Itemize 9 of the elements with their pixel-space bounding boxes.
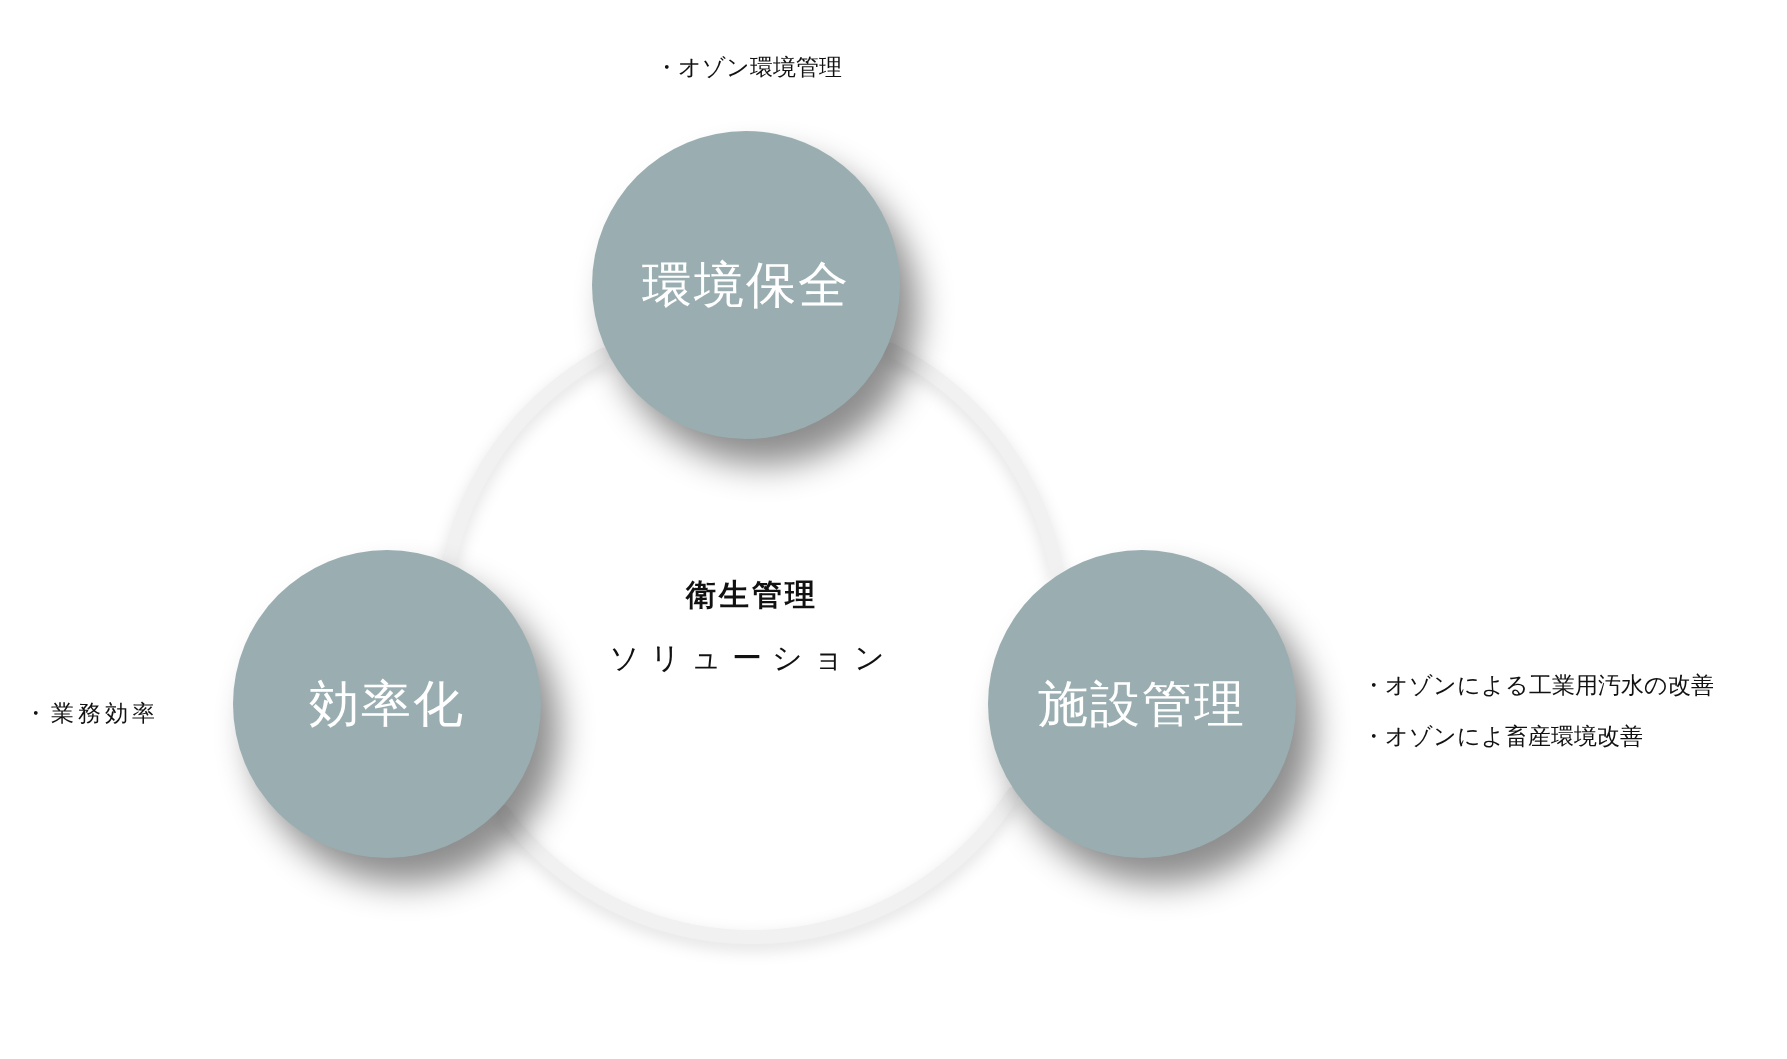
center-title: ソリューション	[609, 639, 895, 677]
circle-label: 環境保全	[642, 254, 850, 316]
bullet-note: ・オゾンによ畜産環境改善	[1362, 722, 1644, 751]
center-title: 衛生管理	[686, 576, 818, 614]
bullet-note: ・業務効率	[24, 699, 159, 728]
bullet-note: ・オゾン環境管理	[655, 53, 842, 82]
circle-label: 効率化	[309, 673, 465, 735]
bullet-note: ・オゾンによる工業用汚水の改善	[1362, 671, 1714, 700]
circle-label: 施設管理	[1038, 673, 1246, 735]
